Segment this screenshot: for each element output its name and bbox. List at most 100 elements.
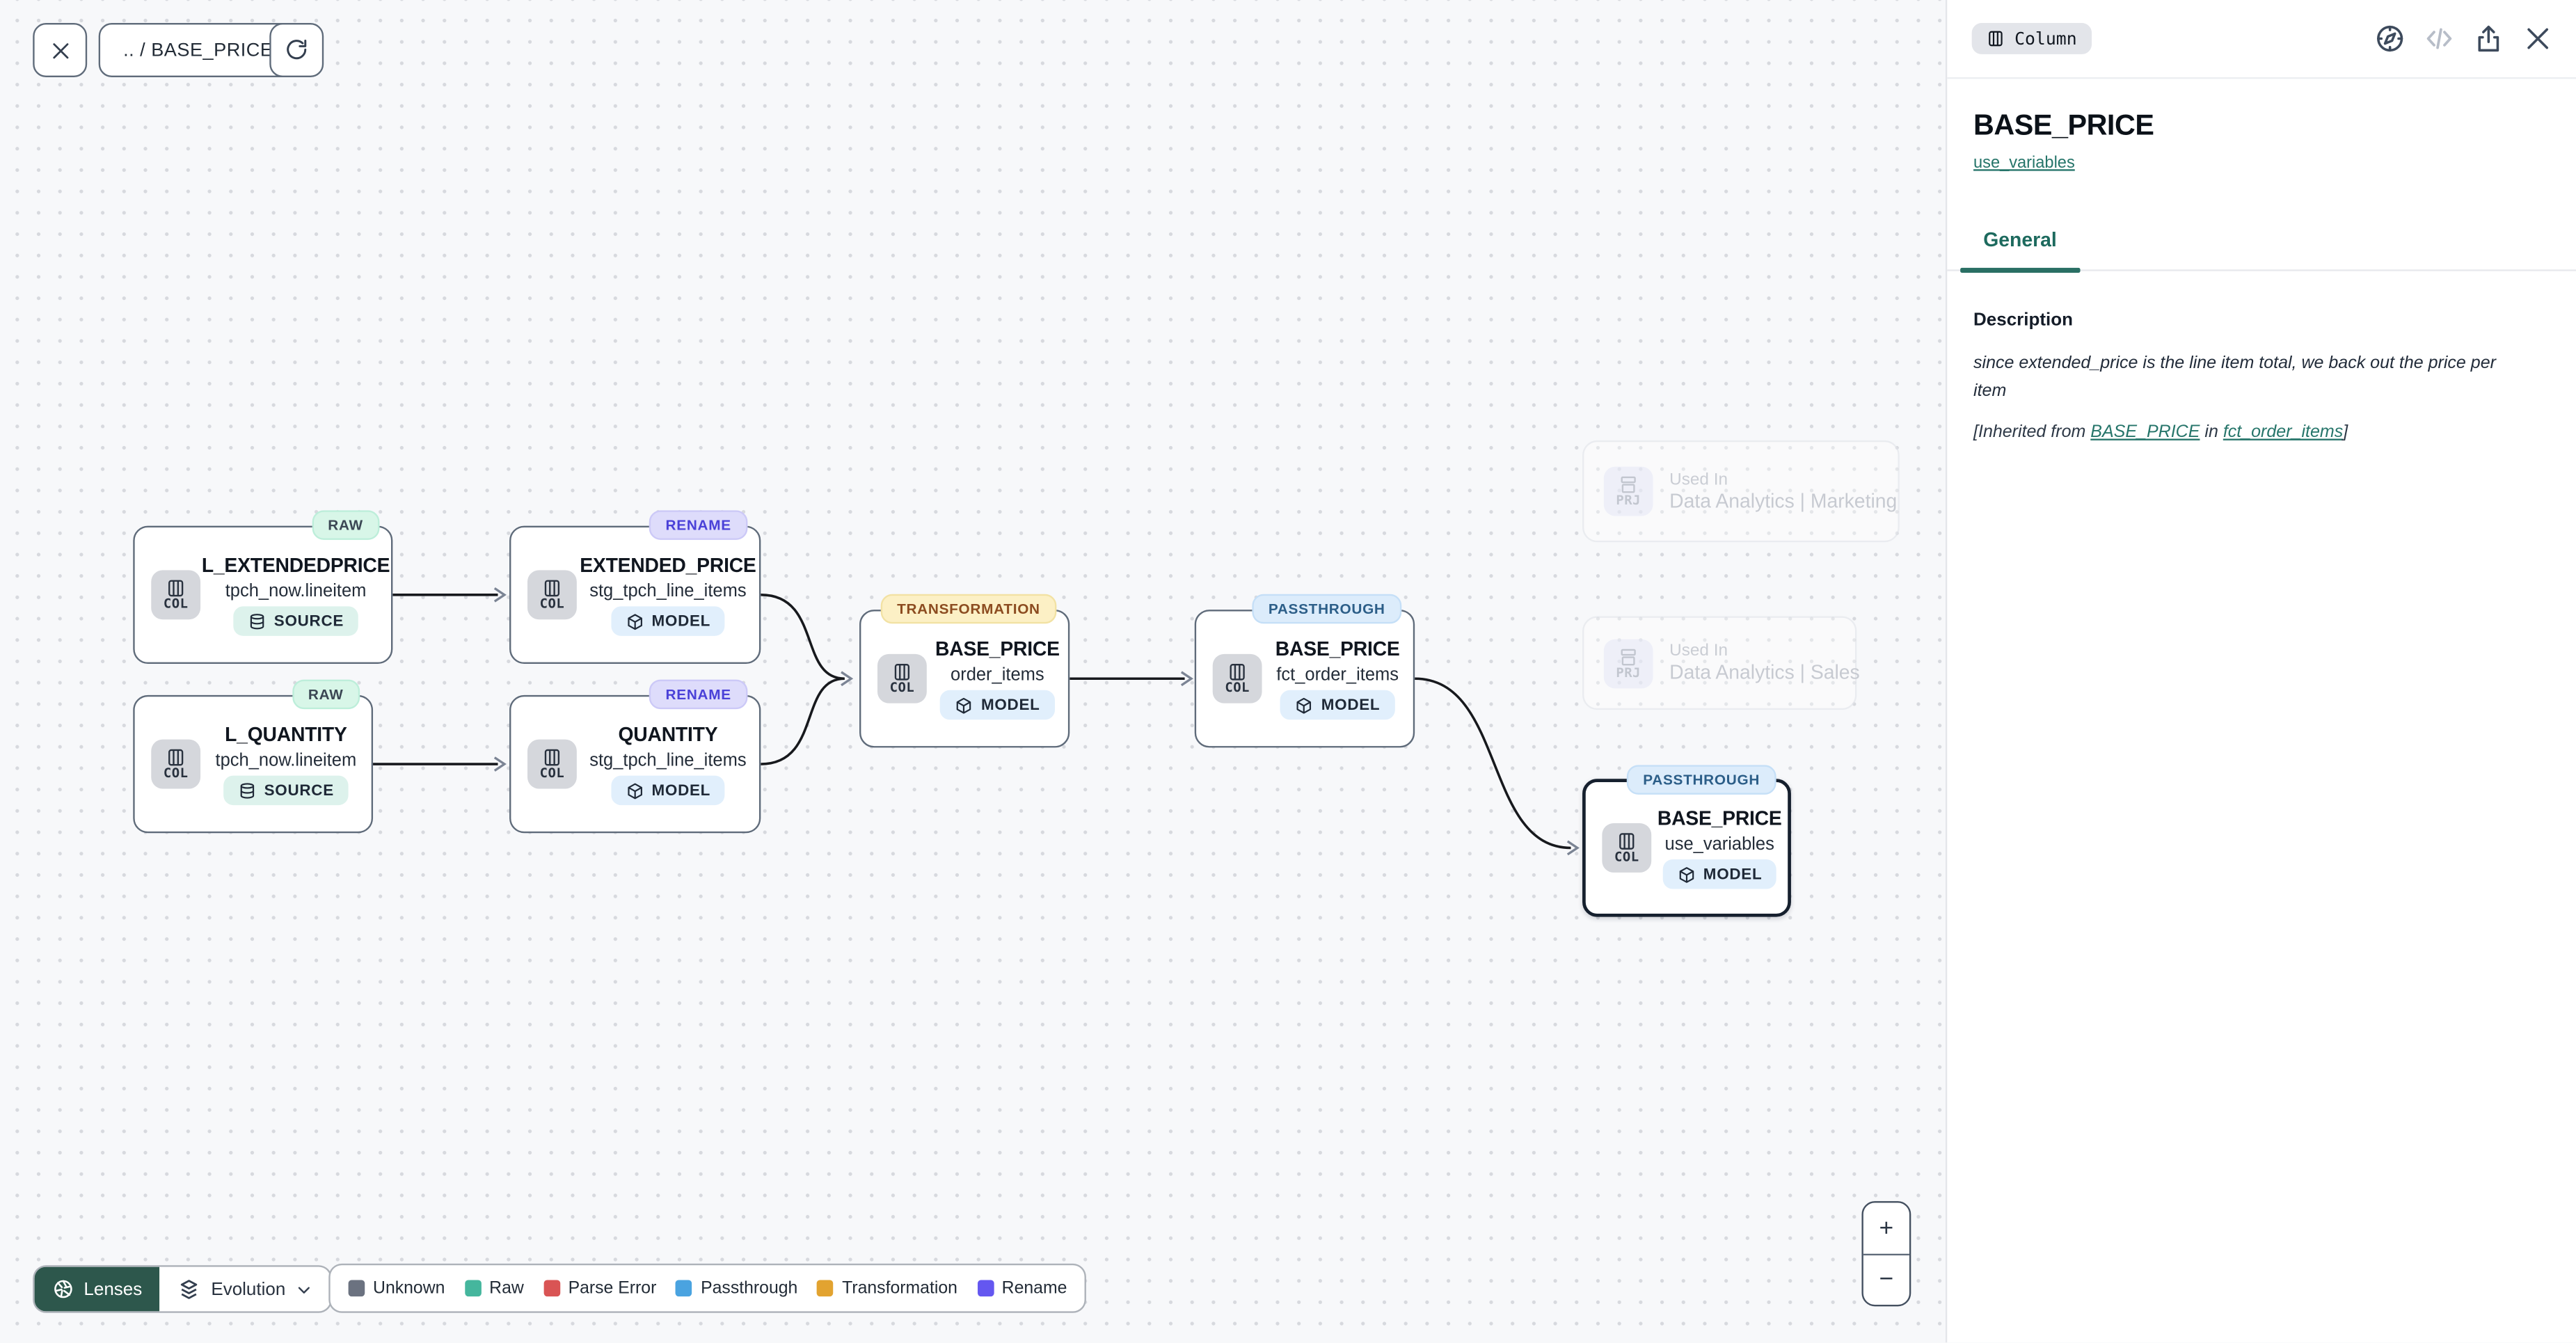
used-in-value: Data Analytics | Marketing bbox=[1669, 488, 1898, 512]
cube-icon bbox=[1678, 866, 1694, 882]
used-in-label: Used In bbox=[1669, 470, 1728, 489]
evolution-badge: TRANSFORMATION bbox=[880, 594, 1057, 624]
node-base-price-order-items[interactable]: TRANSFORMATION COL BASE_PRICE order_item… bbox=[859, 594, 1070, 748]
legend-item: Rename bbox=[977, 1278, 1067, 1298]
lineage-canvas[interactable]: .. / BASE_PRICE PRJ Used In Data Analyti… bbox=[0, 0, 1946, 1343]
zoom-out-button[interactable]: − bbox=[1879, 1265, 1894, 1294]
column-chip-label: COL bbox=[1225, 680, 1250, 695]
column-chip-label: COL bbox=[539, 596, 565, 612]
node-title: BASE_PRICE bbox=[1657, 806, 1782, 830]
inherited-column-link[interactable]: BASE_PRICE bbox=[2090, 422, 2200, 443]
description-body: since extended_price is the line item to… bbox=[1973, 353, 2496, 402]
inherited-mid: in bbox=[2200, 422, 2223, 443]
column-chip: COL bbox=[1212, 653, 1262, 704]
node-extended-price[interactable]: RENAME COL EXTENDED_PRICE stg_tpch_line_… bbox=[509, 510, 761, 665]
node-subtitle: order_items bbox=[951, 665, 1044, 685]
node-type-badge: SOURCE bbox=[232, 606, 359, 636]
entity-type-badge: Column bbox=[1971, 23, 2092, 54]
legend-item: Passthrough bbox=[676, 1278, 798, 1298]
legend-label: Transformation bbox=[842, 1278, 957, 1298]
columns-icon bbox=[1619, 833, 1635, 850]
node-subtitle: use_variables bbox=[1664, 834, 1774, 855]
cube-icon bbox=[627, 782, 642, 799]
refresh-button[interactable] bbox=[269, 23, 324, 77]
used-in-card-marketing[interactable]: PRJ Used In Data Analytics | Marketing bbox=[1582, 440, 1900, 543]
node-type-label: SOURCE bbox=[264, 781, 334, 800]
used-in-card-sales[interactable]: PRJ Used In Data Analytics | Sales bbox=[1582, 616, 1860, 710]
entity-type-label: Column bbox=[2014, 29, 2077, 49]
evolution-badge: PASSTHROUGH bbox=[1626, 765, 1776, 795]
node-type-label: SOURCE bbox=[273, 612, 344, 630]
tab-general[interactable]: General bbox=[1960, 228, 2080, 273]
refresh-icon bbox=[287, 39, 307, 60]
close-lineage-button[interactable] bbox=[33, 23, 88, 77]
node-base-price-fct-order-items[interactable]: PASSTHROUGH COL BASE_PRICE fct_order_ite… bbox=[1194, 594, 1415, 748]
node-title: BASE_PRICE bbox=[935, 637, 1060, 661]
share-icon[interactable] bbox=[2473, 23, 2504, 54]
zoom-in-button[interactable]: + bbox=[1863, 1203, 1909, 1255]
columns-icon bbox=[1230, 664, 1245, 681]
node-type-label: MODEL bbox=[1321, 696, 1381, 715]
database-icon bbox=[240, 782, 254, 798]
code-icon[interactable] bbox=[2424, 23, 2455, 54]
detail-panel: Column BASE_PRICE use_variables Gener bbox=[1945, 0, 2576, 1343]
node-type-label: MODEL bbox=[980, 696, 1040, 715]
model-link[interactable]: use_variables bbox=[1973, 154, 2075, 173]
project-chip-label: PRJ bbox=[1616, 493, 1641, 508]
evolution-badge: RAW bbox=[311, 510, 380, 540]
node-type-badge: MODEL bbox=[1280, 690, 1395, 720]
node-base-price-use-variables[interactable]: PASSTHROUGH COL BASE_PRICE use_variables… bbox=[1582, 765, 1791, 917]
legend-item: Transformation bbox=[817, 1278, 957, 1298]
lenses-control: Lenses Evolution bbox=[33, 1265, 332, 1313]
aperture-icon bbox=[54, 1280, 72, 1298]
cube-icon bbox=[1296, 697, 1312, 713]
legend-label: Passthrough bbox=[701, 1278, 798, 1298]
inherited-suffix: ] bbox=[2343, 422, 2348, 443]
legend-item: Unknown bbox=[348, 1278, 445, 1298]
lenses-button[interactable]: Lenses bbox=[34, 1266, 161, 1312]
legend-swatch bbox=[543, 1280, 560, 1297]
lens-select[interactable]: Evolution bbox=[160, 1267, 330, 1312]
columns-icon bbox=[1989, 31, 2003, 47]
node-type-label: MODEL bbox=[1703, 865, 1763, 884]
project-chip-label: PRJ bbox=[1616, 665, 1641, 680]
node-subtitle: stg_tpch_line_items bbox=[589, 751, 747, 771]
panel-header: Column bbox=[1947, 0, 2576, 79]
node-quantity[interactable]: RENAME COL QUANTITY stg_tpch_line_items … bbox=[509, 679, 761, 834]
inherited-model-link[interactable]: fct_order_items bbox=[2223, 422, 2344, 443]
breadcrumb[interactable]: .. / BASE_PRICE bbox=[98, 23, 298, 77]
node-type-badge: SOURCE bbox=[223, 775, 349, 806]
compass-icon[interactable] bbox=[2374, 23, 2406, 54]
columns-icon bbox=[544, 749, 560, 766]
legend-label: Rename bbox=[1001, 1278, 1067, 1298]
project-chip: PRJ bbox=[1603, 466, 1653, 516]
lens-selected-label: Evolution bbox=[211, 1279, 286, 1299]
node-l-extendedprice[interactable]: RAW COL L_EXTENDEDPRICE tpch_now.lineite… bbox=[133, 510, 393, 665]
evolution-badge: RENAME bbox=[649, 510, 748, 540]
legend-swatch bbox=[464, 1280, 482, 1297]
node-title: L_EXTENDEDPRICE bbox=[201, 553, 390, 577]
columns-icon bbox=[168, 580, 184, 597]
column-chip: COL bbox=[877, 653, 927, 704]
node-type-badge: MODEL bbox=[939, 690, 1055, 720]
node-title: L_QUANTITY bbox=[225, 723, 347, 747]
close-panel-icon[interactable] bbox=[2522, 23, 2554, 54]
layers-icon bbox=[181, 1279, 198, 1298]
legend-swatch bbox=[977, 1280, 994, 1297]
evolution-badge: RAW bbox=[292, 679, 360, 710]
column-chip: COL bbox=[151, 570, 201, 620]
node-type-label: MODEL bbox=[651, 781, 711, 800]
node-type-badge: MODEL bbox=[610, 606, 726, 636]
evolution-badge: PASSTHROUGH bbox=[1252, 594, 1402, 624]
column-chip: COL bbox=[527, 570, 577, 620]
inherited-prefix: [Inherited from bbox=[1973, 422, 2091, 443]
breadcrumb-label: .. / BASE_PRICE bbox=[123, 40, 273, 61]
node-l-quantity[interactable]: RAW COL L_QUANTITY tpch_now.lineitem SOU… bbox=[133, 679, 374, 834]
column-chip-label: COL bbox=[889, 680, 915, 695]
legend-swatch bbox=[817, 1280, 834, 1297]
database-icon bbox=[250, 612, 264, 629]
node-subtitle: tpch_now.lineitem bbox=[225, 581, 367, 602]
legend-item: Raw bbox=[464, 1278, 524, 1298]
node-type-badge: MODEL bbox=[610, 775, 726, 806]
